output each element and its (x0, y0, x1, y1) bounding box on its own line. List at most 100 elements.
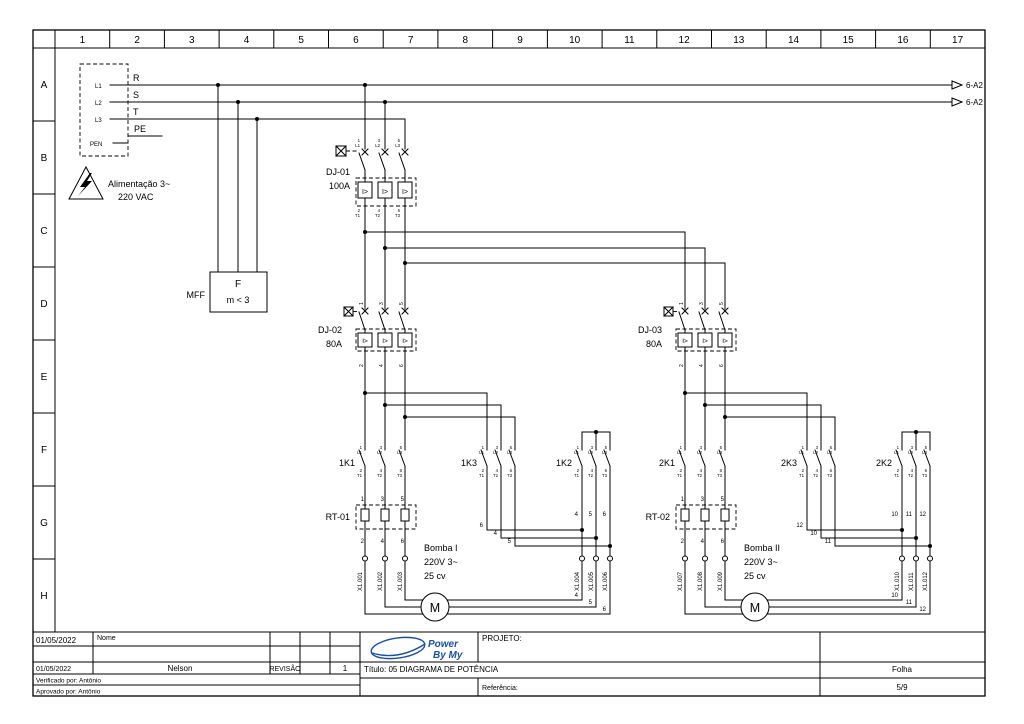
contact-pole (923, 444, 931, 481)
terminal-designator: L2 (908, 450, 913, 455)
source-terminal-l3: L3 (95, 118, 102, 124)
relay-name: RT-02 (646, 512, 670, 522)
breaker-rating: 80A (326, 339, 342, 349)
contact-x-icon (721, 307, 729, 315)
trip-symbol: I> (382, 338, 388, 345)
wire-number: 11 (906, 512, 913, 518)
terminal-number: 5 (719, 302, 725, 305)
dj02-output-lines (364, 346, 406, 446)
circuit-breakers: I>1L12T1I>3L24T2I>5L36T3DJ-01100AI>12I>3… (318, 138, 737, 367)
column-label-16: 16 (897, 35, 909, 46)
terminal-number: 2 (359, 364, 365, 367)
row-label-6: G (40, 518, 48, 529)
contact-blade (398, 152, 406, 183)
column-label-5: 5 (298, 35, 304, 46)
terminal-number: 5 (510, 445, 513, 450)
junction-dot (403, 415, 407, 419)
contact-x-icon (381, 307, 389, 315)
terminal-designator: T3 (717, 473, 723, 478)
column-label-1: 1 (80, 35, 86, 46)
terminal-designator: L3 (507, 450, 512, 455)
terminal-number: 6 (720, 468, 723, 473)
contact-pole (895, 444, 903, 481)
terminal-number: 5 (400, 445, 403, 450)
approved-by: Aprovado por: Antônio (36, 689, 101, 696)
terminal-designator: T2 (493, 473, 499, 478)
meter-function: m < 3 (227, 295, 250, 305)
terminal-strip-label: X1.007 (678, 571, 684, 591)
wire-number: 5 (589, 600, 593, 606)
meter-drop-lines (217, 84, 258, 273)
trip-element-box (397, 181, 413, 199)
terminal-designator: L2 (588, 450, 593, 455)
terminal-point (682, 555, 688, 562)
actuator-cross-icon (335, 145, 347, 157)
supply-source: L1 L2 L3 PEN R S T PE 6-A2 6-A2 (79, 63, 983, 157)
column-label-8: 8 (463, 35, 469, 46)
lightning-bolt-icon (78, 173, 92, 196)
phase-label-t: T (133, 107, 139, 117)
terminal-number: 2 (358, 208, 361, 213)
trip-element-box (717, 332, 733, 348)
junction-dot (900, 528, 904, 532)
thermal-element (380, 508, 390, 522)
contactor-name: 1K3 (461, 458, 477, 468)
terminal-designator: L1 (357, 450, 362, 455)
terminal-strip-label: X1.011 (909, 572, 915, 591)
terminal-designator: L3 (602, 450, 607, 455)
thermal-element (700, 508, 710, 522)
breaker-rating: 80A (646, 339, 662, 349)
terminal-designator: L1 (799, 450, 804, 455)
trip-symbol: I> (362, 338, 368, 345)
terminal-strip-label: X1.010 (895, 571, 901, 591)
logo-swoosh (371, 643, 426, 657)
trip-symbol: I> (362, 189, 368, 196)
junction-dot (703, 403, 707, 407)
terminal-designator: T2 (377, 473, 383, 478)
phase-label-pe: PE (134, 124, 146, 134)
column-label-14: 14 (788, 35, 800, 46)
actuator-cross-icon (343, 306, 354, 317)
terminal-designator: L2 (813, 450, 818, 455)
terminal-number: 6 (399, 364, 405, 367)
terminal-designator: L1 (355, 143, 360, 148)
contact-pole (718, 444, 726, 481)
motor2-symbol (740, 592, 770, 622)
wire-number: 6 (603, 512, 607, 518)
row-label-2: C (40, 226, 47, 237)
terminal-number: 4 (378, 208, 381, 213)
meter-mff: MFF F m < 3 (187, 271, 268, 313)
terminal-point (899, 555, 905, 562)
terminal-number: 2 (360, 468, 363, 473)
column-label-6: 6 (353, 35, 359, 46)
terminal-number: 1 (577, 445, 580, 450)
terminal-number: 1 (358, 138, 361, 143)
source-terminal-l2: L2 (95, 101, 102, 107)
terminal-strip-label: X1.003 (398, 571, 404, 591)
trip-element-box (377, 181, 393, 199)
junction-dots (216, 83, 932, 548)
column-label-10: 10 (569, 35, 581, 46)
offpage-ref-s: 6-A2 (966, 98, 983, 107)
column-label-3: 3 (189, 35, 195, 46)
terminal-point (913, 555, 919, 562)
row-label-1: B (41, 153, 48, 164)
source-stubs (109, 84, 129, 144)
terminal-strip-label: X1.002 (378, 571, 384, 591)
terminal-number: 4 (380, 468, 383, 473)
revision-number: 1 (343, 664, 348, 673)
column-label-13: 13 (733, 35, 745, 46)
dj03-branch-lines (364, 231, 726, 310)
phase-label-r: R (133, 73, 140, 83)
relay-box (355, 504, 417, 530)
verified-by: Verificado por: Antônio (36, 678, 101, 685)
contactor-name: 1K2 (556, 458, 572, 468)
terminal-designator: T1 (355, 213, 361, 218)
junction-dot (928, 544, 932, 548)
terminal-number: 4 (591, 468, 594, 473)
